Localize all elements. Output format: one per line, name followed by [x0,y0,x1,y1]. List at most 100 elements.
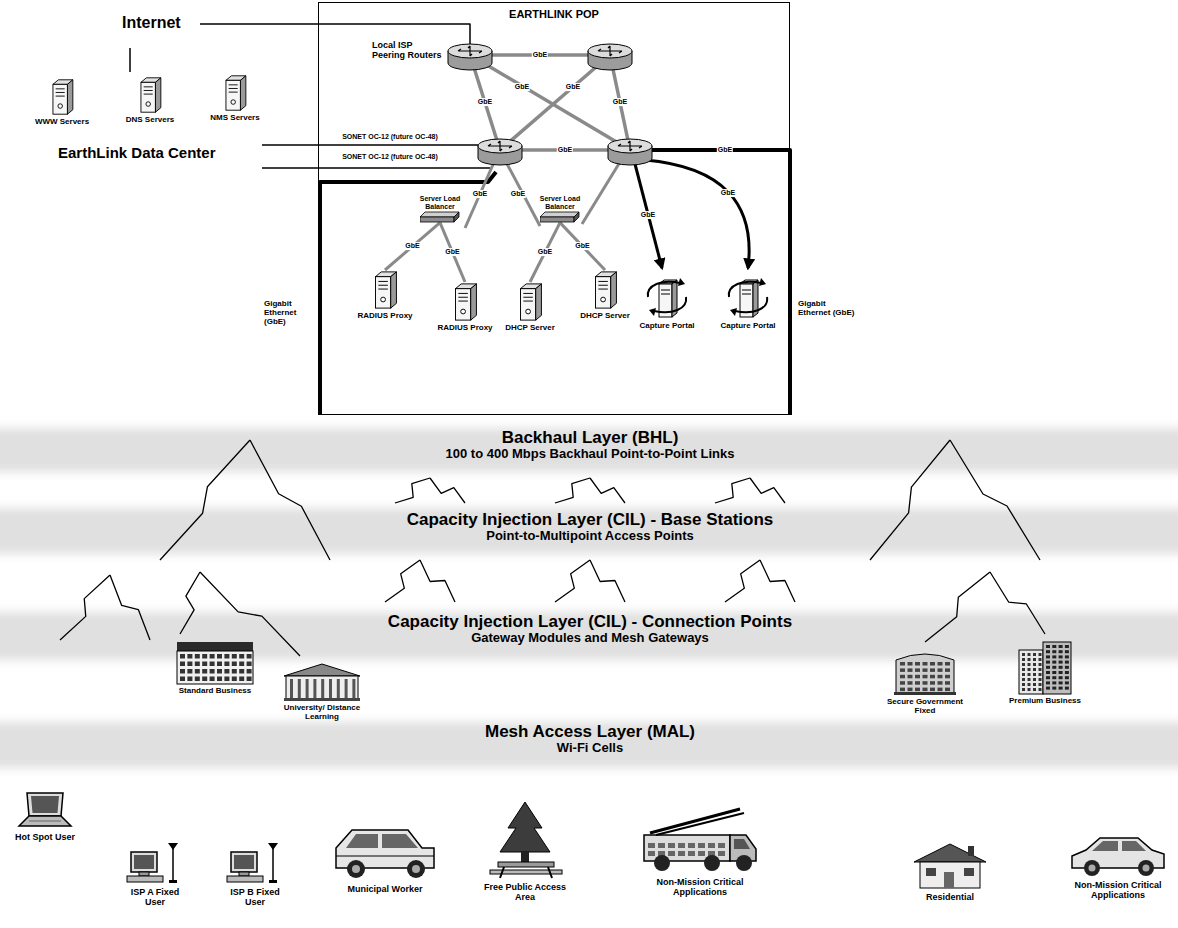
drawing-part [232,662,237,667]
drawing-part [217,662,222,667]
drawing-part [139,872,149,876]
drawing-part [923,662,928,666]
drawing-part [1039,663,1042,666]
drawing-part [894,692,956,695]
wireless-link [110,575,150,640]
wireless-link [750,478,785,503]
drawing-part [938,668,943,672]
drawing-part [968,846,974,856]
drawing-part [945,681,950,685]
drawing-part [1046,666,1050,669]
drawing-part [180,654,185,659]
drawing-part [598,281,608,282]
device-node: ISP A Fixed User [120,840,190,907]
drawing-part [391,272,397,308]
drawing-part [56,92,65,93]
drawing-part [144,94,153,95]
device-label: Secure Government Fixed [883,698,967,716]
car-icon [1068,830,1168,878]
drawing-part [944,872,954,888]
drawing-part [1033,683,1036,686]
drawing-part [1039,688,1042,691]
drawing-part [1046,676,1050,679]
portal-icon [638,275,696,320]
router-symbol [478,139,522,165]
drawing-part [896,654,954,694]
wireless-link [870,440,950,560]
drawing-part [608,139,652,153]
drawing-part [908,688,913,692]
device-label: WWW Servers [30,118,94,127]
drawing-part [930,681,935,685]
layer-band-label: Mesh Access Layer (MAL)Wi-Fi Cells [480,722,700,756]
gbe-connector [385,223,440,270]
drawing-part [1028,673,1031,676]
drawing-part [217,654,222,659]
device-label: DNS Servers [118,116,182,125]
drawing-part [239,669,244,674]
drawing-part [595,277,610,308]
drawing-part [1089,865,1096,872]
drawing-part [945,668,950,672]
drawing-part [448,44,492,58]
gbe-link [582,162,620,224]
drawing-part [938,681,943,685]
link-label: GbE [510,190,526,198]
drawing-part [1059,671,1063,674]
drawing-part [187,662,192,667]
drawing-part [412,865,420,873]
drawing-part [1059,661,1063,664]
drawing-part [177,642,253,651]
drawing-part [180,662,185,667]
drawing-part [19,816,71,826]
drawing-part [1059,676,1063,679]
drawing-part [210,654,215,659]
drawing-part [648,843,655,848]
drawing-part [698,843,705,848]
drawing-part [735,297,767,312]
drawing-part [31,796,59,813]
drawing-part [313,679,316,698]
drawing-part [1033,678,1036,681]
drawing-part [1084,860,1100,876]
gbe-connector [440,223,465,282]
drawing-part [654,297,686,312]
edge-label: GbE [404,242,420,250]
drawing-part [1039,668,1042,671]
drawing-part [523,297,533,298]
drawing-part [232,654,237,659]
drawing-part [229,92,238,93]
device-node: Premium Business [1003,640,1087,706]
drawing-part [661,294,670,295]
drawing-part [1039,678,1042,681]
drawing-part [500,802,550,852]
drawing-part [920,862,980,888]
device-node: WWW Servers [30,78,94,127]
drawing-part [224,654,229,659]
wireless-link [715,478,750,503]
router-symbol [588,44,632,70]
drawing-part [352,865,360,873]
drawing-part [286,676,358,700]
desktop-icon [220,840,290,885]
drawing-part [131,852,157,872]
drawing-part [923,688,928,692]
drawing-part [202,677,207,682]
drawing-part [908,675,913,679]
campus-icon [280,662,364,702]
drawing-part [648,851,655,856]
drawing-part [742,294,751,295]
portal-icon [719,275,777,320]
drawing-part [27,793,63,816]
link-label: GbE [612,98,628,106]
drawing-part [1046,655,1050,658]
drawing-part [742,290,751,291]
link-label: GbE [565,83,581,91]
edge-label: GbE [537,248,553,256]
layer-title: Capacity Injection Layer (CIL) - Connect… [383,612,797,631]
device-label: Residential [908,892,992,902]
drawing-part [698,851,705,856]
drawing-part [923,681,928,685]
drawing-part [1046,687,1050,690]
drawing-part [1028,658,1031,661]
